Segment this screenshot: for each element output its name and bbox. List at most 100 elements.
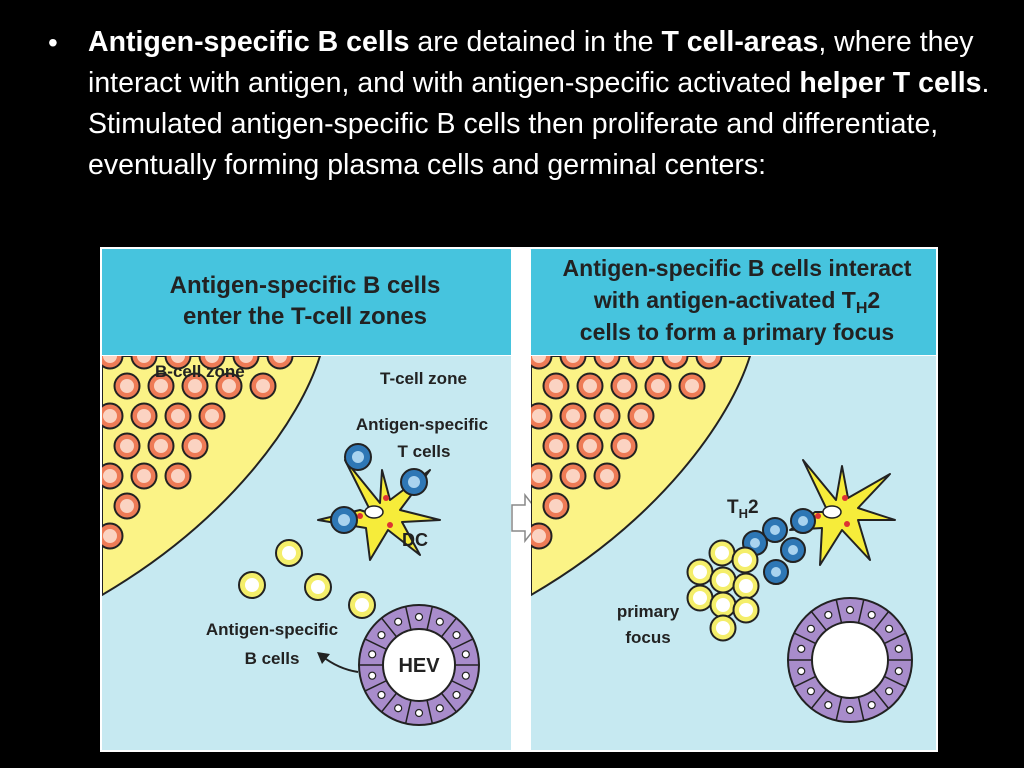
focus-b-cell xyxy=(709,614,737,642)
follicular-b-cell xyxy=(102,462,124,490)
follicular-b-cell xyxy=(593,402,621,430)
focus-b-cell xyxy=(732,572,760,600)
th2-cell xyxy=(780,537,806,563)
follicular-b-cell xyxy=(147,372,175,400)
follicular-b-cell xyxy=(610,432,638,460)
follicular-b-cell xyxy=(593,356,621,370)
right-header-line2-sub: H xyxy=(856,300,868,317)
label-antigen-specific-b-cells-1: Antigen-specific xyxy=(206,620,338,639)
th2-cell xyxy=(762,517,788,543)
follicular-b-cell xyxy=(661,356,689,370)
right-header-line1: Antigen-specific B cells interact xyxy=(563,255,912,281)
follicular-b-cell xyxy=(576,432,604,460)
follicular-b-cell xyxy=(164,462,192,490)
follicular-b-cell xyxy=(610,372,638,400)
follicular-b-cell xyxy=(113,372,141,400)
follicular-b-cell xyxy=(531,462,553,490)
antigen-b-cell xyxy=(238,571,266,599)
follicular-b-cell xyxy=(102,522,124,550)
follicular-b-cell xyxy=(181,432,209,460)
text-part-2: are detained in the xyxy=(409,26,662,58)
focus-b-cell xyxy=(709,591,737,619)
label-hev: HEV xyxy=(398,655,440,677)
follicular-b-cell xyxy=(531,402,553,430)
label-dc: DC xyxy=(402,530,428,550)
follicular-b-cell xyxy=(559,402,587,430)
follicular-b-cell xyxy=(542,372,570,400)
follicular-b-cell xyxy=(593,462,621,490)
follicular-b-cell xyxy=(542,432,570,460)
left-tissue xyxy=(102,356,322,597)
primary-focus-cluster xyxy=(686,539,760,642)
follicular-b-cell xyxy=(627,356,655,370)
t-cell xyxy=(330,506,358,534)
follicular-b-cell xyxy=(181,372,209,400)
follicular-b-cell xyxy=(113,492,141,520)
right-header-bg xyxy=(531,249,936,355)
follicular-b-cell xyxy=(266,356,294,370)
left-b-cell-cluster xyxy=(102,356,294,550)
label-th2-2: 2 xyxy=(748,497,759,518)
focus-b-cell xyxy=(686,558,714,586)
follicular-b-cell xyxy=(164,402,192,430)
right-header-line2-b: 2 xyxy=(867,287,880,313)
right-header-line2: with antigen-activated TH2 xyxy=(593,287,880,317)
left-panel: Antigen-specific B cells enter the T-cel… xyxy=(102,249,511,750)
follicular-b-cell xyxy=(130,402,158,430)
focus-b-cell xyxy=(708,539,736,567)
focus-b-cell xyxy=(731,546,759,574)
follicular-b-cell xyxy=(164,356,192,370)
t-cell xyxy=(400,468,428,496)
follicular-b-cell xyxy=(559,462,587,490)
antigen-b-cell xyxy=(348,591,376,619)
bold-t-cell-areas: T cell-areas xyxy=(661,26,819,58)
label-th2-sub: H xyxy=(739,506,748,521)
follicular-b-cell xyxy=(678,372,706,400)
follicular-b-cell xyxy=(102,356,124,370)
follicular-b-cell xyxy=(542,492,570,520)
follicular-b-cell xyxy=(531,356,553,370)
follicular-b-cell xyxy=(113,432,141,460)
label-primary-focus-1: primary xyxy=(617,602,680,621)
left-header-line2: enter the T-cell zones xyxy=(183,303,427,330)
focus-b-cell xyxy=(686,584,714,612)
label-antigen-specific-b-cells-2: B cells xyxy=(245,649,300,668)
right-header-line2-a: with antigen-activated T xyxy=(593,287,856,313)
hev-vessel xyxy=(787,597,913,723)
label-primary-focus-2: focus xyxy=(625,628,670,647)
text-part-4: , where they interact with antigen, and … xyxy=(88,26,974,99)
text-part-6: . Stimulated antigen-specific B cells th… xyxy=(88,67,990,181)
th2-cell xyxy=(763,559,789,585)
label-t-cell-zone: T-cell zone xyxy=(380,369,467,388)
antigen-b-cell xyxy=(304,573,332,601)
label-antigen-specific-t-cells-1: Antigen-specific xyxy=(356,415,488,434)
arrow-head xyxy=(317,652,330,664)
follicular-b-cell xyxy=(130,356,158,370)
label-th2: TH2 xyxy=(727,497,759,521)
hev-vessel xyxy=(358,604,480,726)
follicular-b-cell xyxy=(627,402,655,430)
follicular-b-cell xyxy=(198,402,226,430)
follicular-b-cell xyxy=(215,372,243,400)
follicular-b-cell xyxy=(695,356,723,370)
label-b-cell-zone: B-cell zone xyxy=(155,362,245,381)
bold-helper-t-cells: helper T cells xyxy=(799,67,982,99)
right-b-cell-cluster xyxy=(531,356,723,550)
antigen-b-cell xyxy=(275,539,303,567)
follicular-b-cell xyxy=(644,372,672,400)
bullet-paragraph: • Antigen-specific B cells are detained … xyxy=(48,22,998,186)
th2-cell xyxy=(790,508,816,534)
follicular-b-cell xyxy=(531,522,553,550)
follicular-b-cell xyxy=(102,402,124,430)
focus-b-cell xyxy=(709,566,737,594)
follicular-b-cell xyxy=(232,356,260,370)
focus-b-cell xyxy=(732,596,760,624)
follicular-b-cell xyxy=(559,356,587,370)
right-header-line3: cells to form a primary focus xyxy=(580,319,894,345)
follicular-b-cell xyxy=(249,372,277,400)
follicular-b-cell xyxy=(147,432,175,460)
follicular-b-cell xyxy=(130,462,158,490)
follicular-b-cell xyxy=(198,356,226,370)
panel-divider xyxy=(511,249,531,750)
